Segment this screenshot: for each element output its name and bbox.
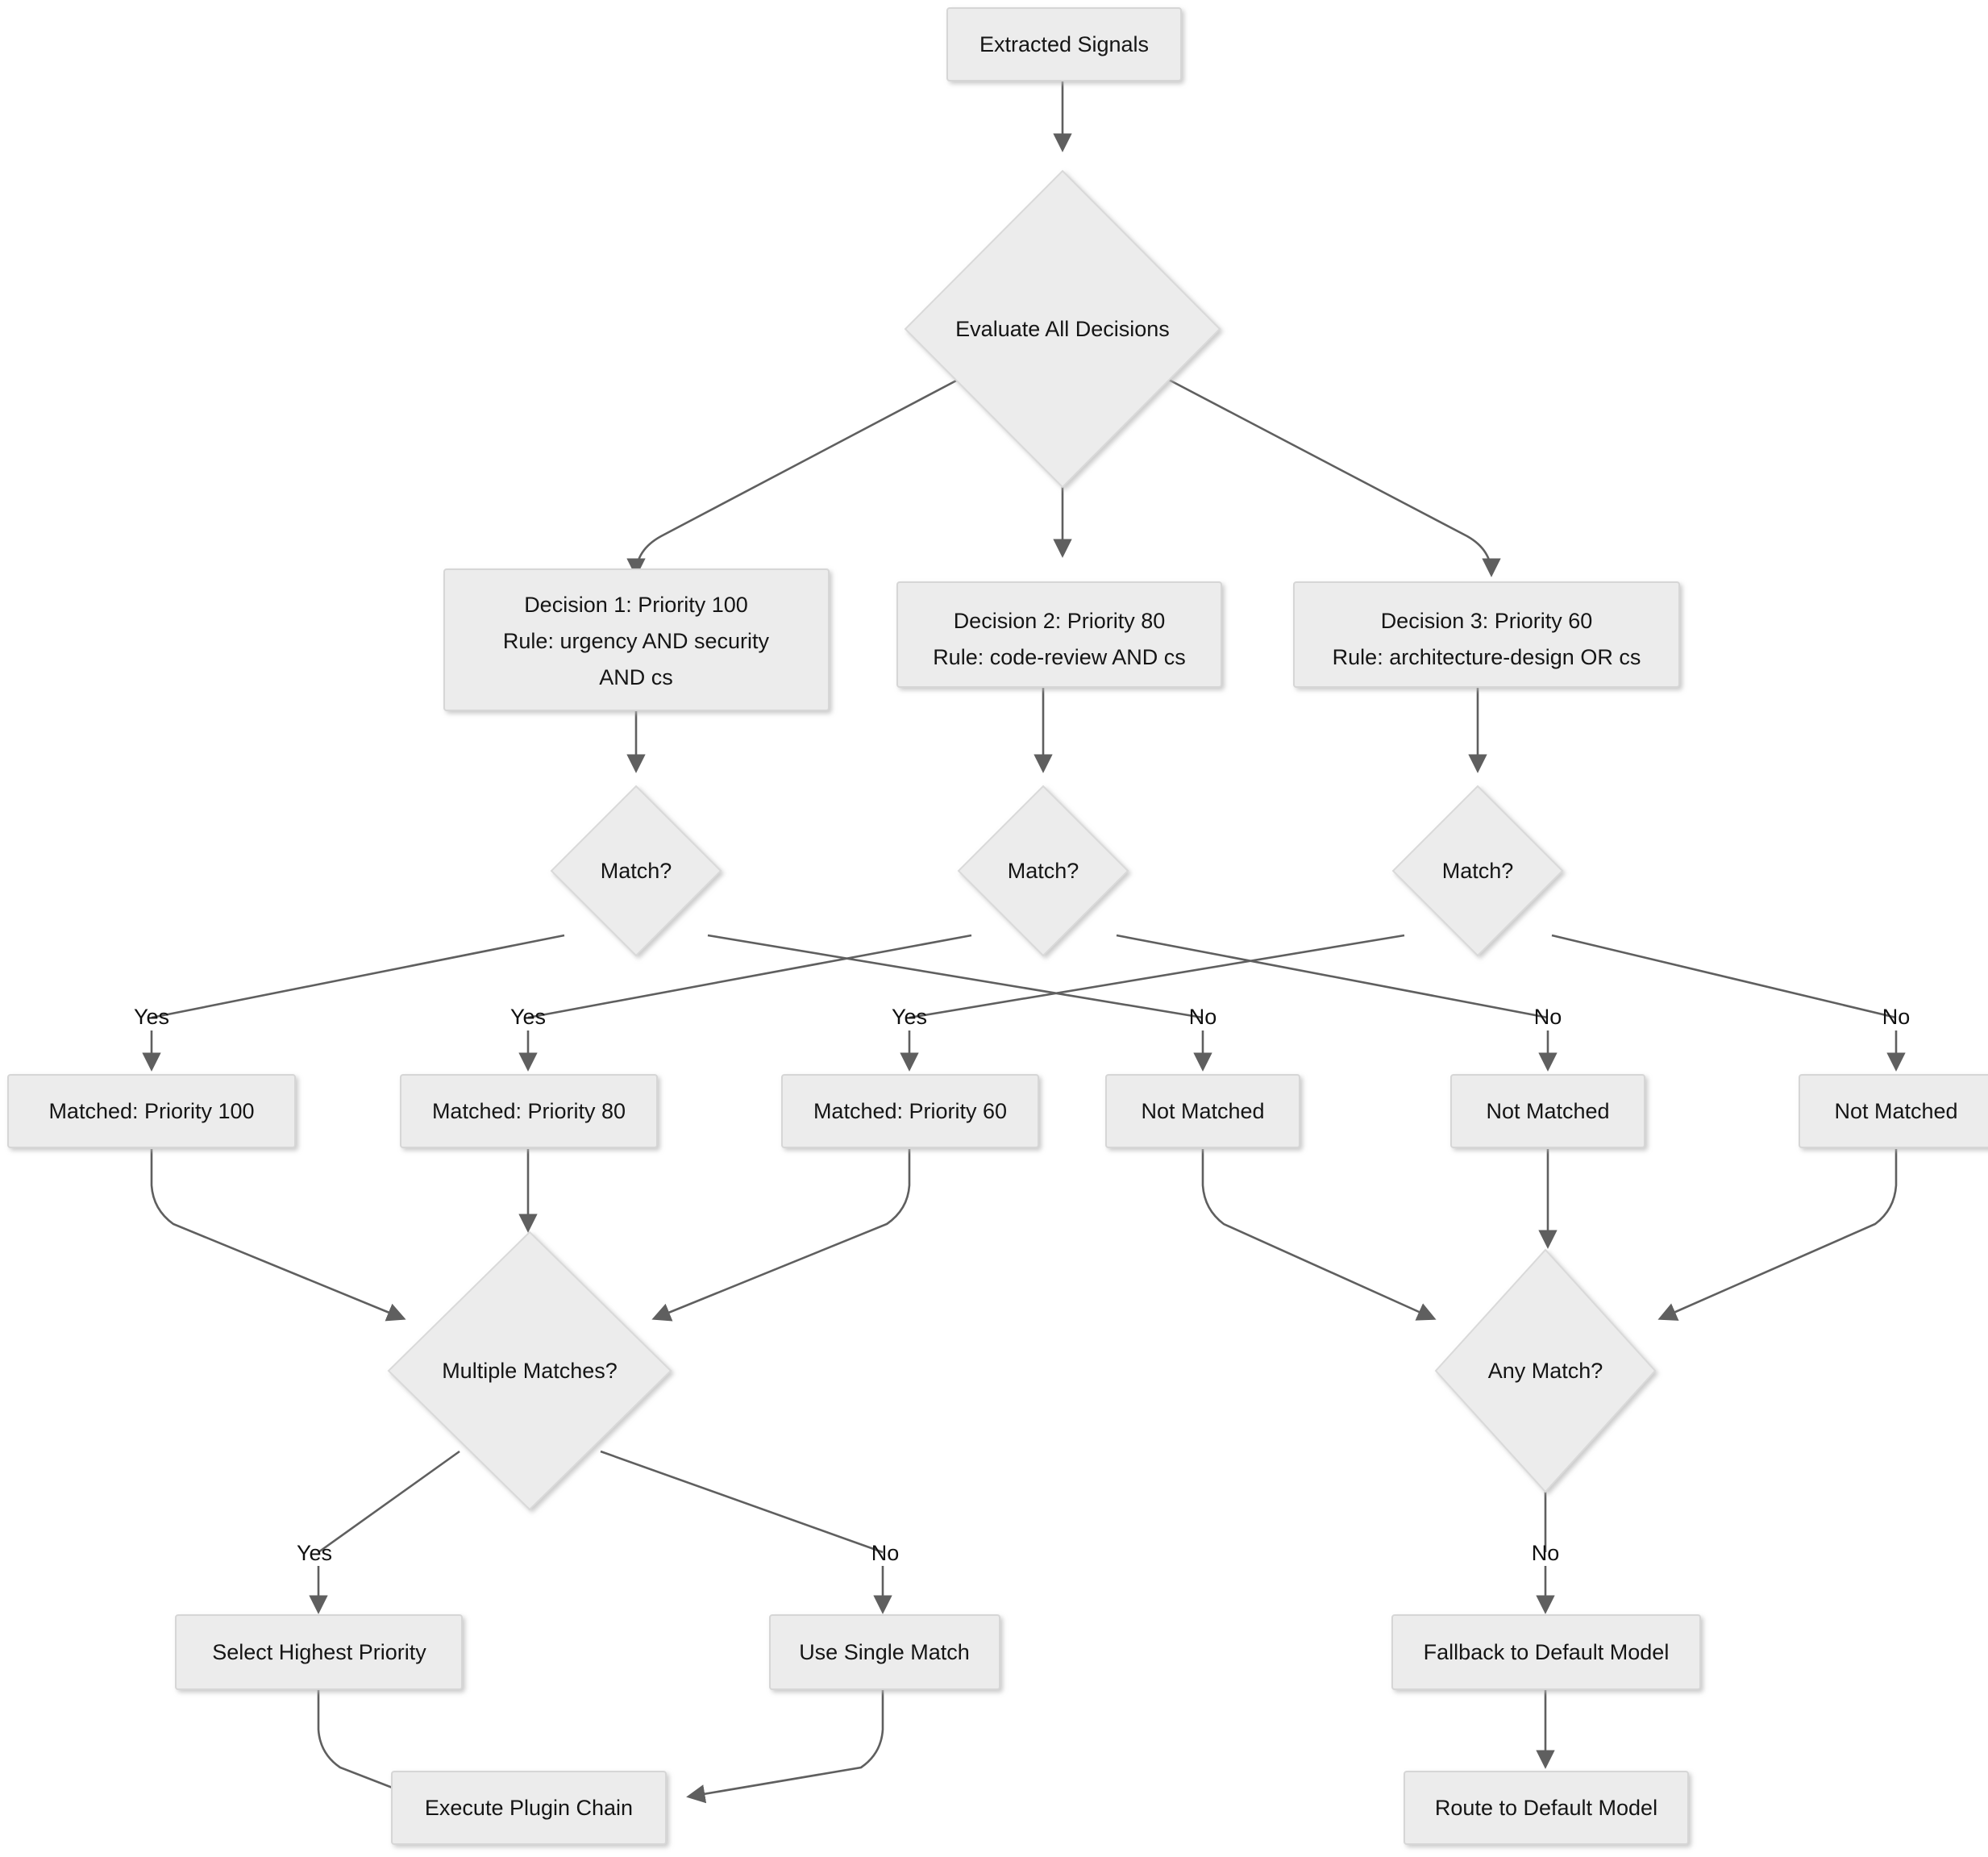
node-extracted-signals[interactable]: Extracted Signals bbox=[946, 7, 1182, 81]
edge-match2-yes bbox=[527, 934, 972, 1019]
edge-label-yes-1: Yes bbox=[134, 1005, 169, 1029]
node-label-matched-priority-80: Matched: Priority 80 bbox=[432, 1099, 626, 1123]
edge-evaluate-to-decision1 bbox=[626, 377, 960, 577]
node-label-match-1: Match? bbox=[601, 859, 672, 883]
node-matched-priority-60[interactable]: Matched: Priority 60 bbox=[781, 1074, 1039, 1148]
edge-match1-yes bbox=[151, 934, 565, 1019]
edge-matched100-to-multiple bbox=[150, 1149, 406, 1322]
node-label-matched-priority-100: Matched: Priority 100 bbox=[48, 1099, 254, 1123]
node-label-not-matched-1: Not Matched bbox=[1141, 1099, 1264, 1123]
node-not-matched-1[interactable]: Not Matched bbox=[1105, 1074, 1300, 1148]
node-not-matched-3[interactable]: Not Matched bbox=[1799, 1074, 1988, 1148]
edge-label-no-3: No bbox=[1882, 1005, 1911, 1029]
edges-layer bbox=[142, 81, 1906, 1804]
edge-selecthighest-to-executeplugin bbox=[317, 1689, 418, 1800]
edge-label-anymatch-no: No bbox=[1532, 1541, 1560, 1565]
node-label-fallback-to-default-model: Fallback to Default Model bbox=[1424, 1640, 1670, 1664]
edge-match3-no bbox=[1551, 934, 1897, 1019]
node-match-3[interactable]: Match? bbox=[1391, 785, 1564, 957]
node-matched-priority-80[interactable]: Matched: Priority 80 bbox=[400, 1074, 658, 1148]
edge-multiple-no bbox=[600, 1450, 884, 1554]
node-match-1[interactable]: Match? bbox=[550, 785, 722, 957]
edge-match3-yes bbox=[909, 934, 1405, 1019]
node-label-decision-1-line1: Decision 1: Priority 100 bbox=[524, 593, 748, 617]
edge-label-multiple-yes: Yes bbox=[297, 1541, 332, 1565]
edge-label-yes-3: Yes bbox=[892, 1005, 927, 1029]
node-label-matched-priority-60: Matched: Priority 60 bbox=[813, 1099, 1007, 1123]
node-label-not-matched-2: Not Matched bbox=[1486, 1099, 1609, 1123]
node-label-decision-3-line2: Rule: architecture-design OR cs bbox=[1333, 645, 1641, 669]
node-use-single-match[interactable]: Use Single Match bbox=[769, 1614, 1000, 1690]
node-decision-2[interactable]: Decision 2: Priority 80 Rule: code-revie… bbox=[896, 581, 1222, 688]
node-fallback-to-default-model[interactable]: Fallback to Default Model bbox=[1391, 1614, 1701, 1690]
node-match-2[interactable]: Match? bbox=[957, 785, 1129, 957]
node-route-to-default-model[interactable]: Route to Default Model bbox=[1404, 1771, 1689, 1845]
edge-label-no-2: No bbox=[1534, 1005, 1562, 1029]
node-label-evaluate-all-decisions: Evaluate All Decisions bbox=[955, 317, 1170, 341]
node-label-decision-2-line2: Rule: code-review AND cs bbox=[933, 645, 1186, 669]
node-label-extracted-signals: Extracted Signals bbox=[979, 32, 1149, 56]
edge-evaluate-to-decision3 bbox=[1167, 377, 1501, 577]
edge-match1-no bbox=[707, 934, 1204, 1019]
node-multiple-matches[interactable]: Multiple Matches? bbox=[387, 1230, 672, 1511]
edge-match2-no bbox=[1116, 934, 1549, 1019]
node-label-route-to-default-model: Route to Default Model bbox=[1435, 1796, 1657, 1820]
node-label-execute-plugin-chain: Execute Plugin Chain bbox=[425, 1796, 633, 1820]
nodes-layer: Extracted Signals Evaluate All Decisions… bbox=[7, 7, 1988, 1845]
node-decision-1[interactable]: Decision 1: Priority 100 Rule: urgency A… bbox=[443, 568, 830, 711]
node-matched-priority-100[interactable]: Matched: Priority 100 bbox=[7, 1074, 296, 1148]
edge-label-yes-2: Yes bbox=[510, 1005, 546, 1029]
node-label-decision-1-line3: AND cs bbox=[599, 665, 673, 689]
edge-label-no-1: No bbox=[1189, 1005, 1217, 1029]
node-label-multiple-matches: Multiple Matches? bbox=[442, 1359, 618, 1383]
edge-multiple-yes bbox=[318, 1450, 460, 1554]
edge-notmatched3-to-anymatch bbox=[1657, 1149, 1898, 1321]
node-not-matched-2[interactable]: Not Matched bbox=[1450, 1074, 1645, 1148]
edge-notmatched1-to-anymatch bbox=[1201, 1149, 1437, 1321]
node-label-use-single-match: Use Single Match bbox=[799, 1640, 970, 1664]
edge-labels-layer: Yes Yes Yes No No No Yes No No bbox=[134, 1005, 1910, 1565]
node-label-any-match: Any Match? bbox=[1488, 1359, 1603, 1383]
node-label-decision-2-line1: Decision 2: Priority 80 bbox=[954, 609, 1166, 633]
node-label-not-matched-3: Not Matched bbox=[1834, 1099, 1957, 1123]
node-label-decision-3-line1: Decision 3: Priority 60 bbox=[1381, 609, 1593, 633]
node-label-select-highest-priority: Select Highest Priority bbox=[212, 1640, 426, 1664]
node-decision-3[interactable]: Decision 3: Priority 60 Rule: architectu… bbox=[1293, 581, 1680, 688]
node-evaluate-all-decisions[interactable]: Evaluate All Decisions bbox=[904, 169, 1221, 489]
node-any-match[interactable]: Any Match? bbox=[1434, 1248, 1657, 1493]
edge-matched60-to-multiple bbox=[651, 1149, 911, 1322]
node-execute-plugin-chain[interactable]: Execute Plugin Chain bbox=[391, 1771, 667, 1845]
node-select-highest-priority[interactable]: Select Highest Priority bbox=[175, 1614, 463, 1690]
node-label-match-3: Match? bbox=[1442, 859, 1514, 883]
node-label-decision-1-line2: Rule: urgency AND security bbox=[503, 629, 770, 653]
edge-usesingle-to-executeplugin bbox=[686, 1689, 884, 1804]
node-label-match-2: Match? bbox=[1008, 859, 1079, 883]
edge-label-multiple-no: No bbox=[871, 1541, 900, 1565]
